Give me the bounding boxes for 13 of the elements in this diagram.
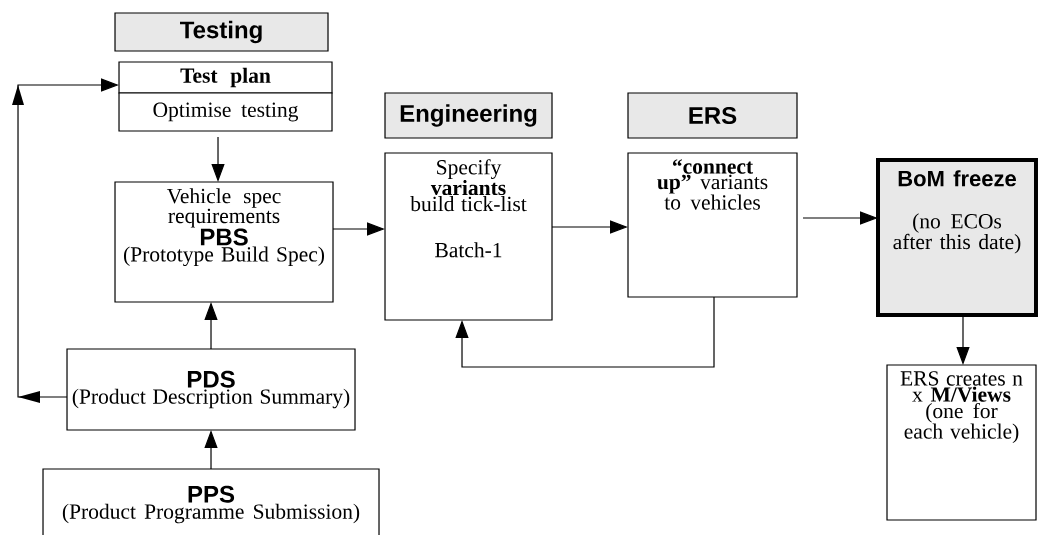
heading-box: ERS — [627, 92, 798, 139]
process-box: BoM freeze (no ECOs after this date) — [876, 158, 1038, 317]
process-box: Specify variants build tick-list Batch-1 — [384, 152, 553, 321]
process-box: “connect up” variants to vehicles — [627, 152, 798, 298]
process-box: Vehicle spec requirements PBS (Prototype Build Spec) — [114, 181, 334, 303]
heading-box: Engineering — [384, 92, 553, 139]
process-box: PPS (Product Programme Submission) — [42, 468, 380, 535]
heading-box: Testing — [114, 12, 329, 52]
process-box: ERS creates n x M/Views (one for each vehicle) — [886, 364, 1037, 521]
process-box: PDS (Product Description Summary) — [66, 348, 356, 431]
process-box: Test plan — [118, 61, 333, 94]
arrow — [455, 296, 715, 368]
process-box: Optimise testing — [118, 92, 333, 132]
